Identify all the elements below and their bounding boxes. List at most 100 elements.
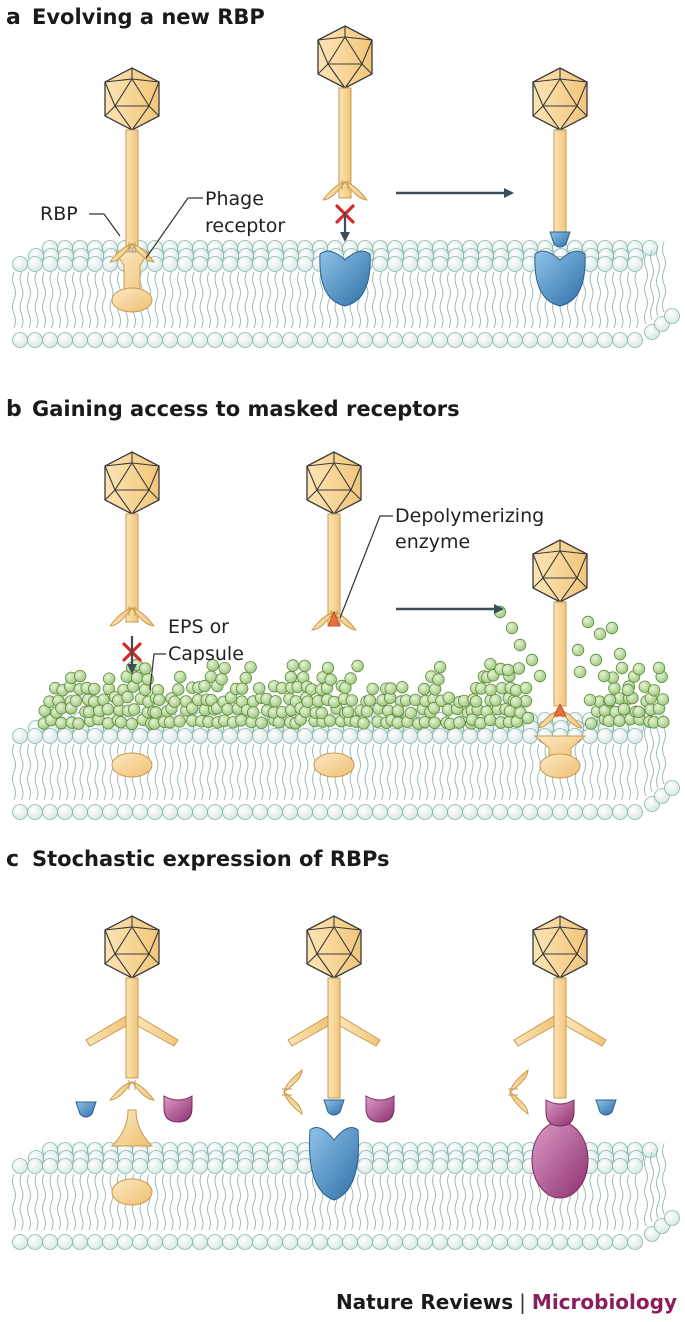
lipid-tail [12, 271, 16, 329]
lipid-head [27, 728, 43, 744]
eps-bead [72, 717, 85, 730]
lipid-head [192, 728, 208, 744]
phage-c2 [287, 915, 381, 1099]
lipid-tail [57, 1173, 61, 1231]
lipid-tail [184, 271, 189, 329]
eps-bead [218, 662, 231, 675]
lipid-head [627, 256, 643, 272]
lipid-head [664, 1210, 680, 1226]
lipid-tail [274, 271, 279, 329]
lipid-head [147, 1158, 163, 1174]
lipid-tail [27, 743, 31, 801]
lipid-head [387, 728, 403, 744]
lipid-head [42, 804, 58, 820]
lipid-head [612, 256, 628, 272]
eps-bead [533, 669, 547, 683]
lipid-tail [27, 271, 31, 329]
lipid-head [252, 256, 268, 272]
lipid-tail [650, 1151, 654, 1223]
lipid-tail [19, 271, 24, 329]
eps-bead [339, 681, 352, 695]
lipid-head [567, 332, 583, 348]
lipid-head [372, 332, 388, 348]
lipid-head [417, 728, 433, 744]
tan-receptor-a1 [111, 251, 153, 313]
lipid-tail [644, 1155, 648, 1227]
lipid-head [237, 256, 253, 272]
eps-bead [432, 673, 445, 686]
lipid-head [342, 1234, 358, 1250]
lipid-head [312, 728, 328, 744]
lipid-tail [499, 743, 504, 801]
lipid-head [297, 1234, 313, 1250]
lipid-head [477, 1234, 493, 1250]
eps-bead [589, 653, 603, 667]
lipid-head [462, 728, 478, 744]
lipid-head [207, 332, 223, 348]
lipid-head [132, 804, 148, 820]
lipid-tail [634, 1173, 639, 1231]
lipid-head [537, 332, 553, 348]
lipid-tail [357, 1173, 361, 1231]
eps-bead [360, 705, 374, 718]
lipid-tail [267, 1173, 271, 1231]
eps-bead [613, 647, 627, 661]
lipid-head [297, 804, 313, 820]
lipid-tail [372, 271, 376, 329]
eps-bead [323, 714, 337, 727]
lipid-tail [177, 1173, 181, 1231]
lipid-tail [432, 743, 436, 801]
phage-c1 [85, 915, 179, 1079]
lipid-tail [432, 271, 436, 329]
lipid-head [627, 728, 643, 744]
lipid-head [297, 728, 313, 744]
lipid-tail [42, 743, 46, 801]
lipid-head [132, 332, 148, 348]
eps-bead [484, 713, 497, 727]
tan-receptor-c1 [110, 1109, 154, 1206]
phage-b1 [104, 451, 160, 623]
lipid-tail [372, 1173, 376, 1231]
lipid-tail [94, 1173, 99, 1231]
eps-bead [603, 693, 617, 707]
lipid-head [327, 728, 343, 744]
lipid-tail [289, 1173, 294, 1231]
lipid-head [72, 256, 88, 272]
lipid-tail [162, 1173, 166, 1231]
eps-bead [613, 714, 626, 727]
lipid-head [162, 728, 178, 744]
phage-a3 [532, 67, 588, 239]
receptor-b3 [533, 735, 587, 779]
lipid-tail [469, 743, 474, 801]
blue-rbp-c2 [323, 1099, 345, 1116]
lipid-tail [492, 743, 496, 801]
eps-bead [101, 703, 115, 716]
lipid-tail [424, 271, 429, 329]
lipid-tail [214, 271, 219, 329]
lipid-head [267, 256, 283, 272]
lipid-head [72, 804, 88, 820]
lipid-tail [72, 743, 76, 801]
lipid-tail [379, 1173, 384, 1231]
lipid-tail [589, 743, 594, 801]
lipid-head [522, 804, 538, 820]
lipid-tail [477, 1173, 481, 1231]
blue-receptor-a3 [534, 250, 586, 307]
blue-rbp-c3 [595, 1099, 617, 1116]
eps-bead [286, 659, 300, 672]
lipid-tail [424, 743, 429, 801]
lipid-head [417, 804, 433, 820]
lipid-tail [409, 743, 414, 801]
eps-bead [581, 615, 595, 629]
lipid-head [162, 332, 178, 348]
lipid-head [462, 804, 478, 820]
eps-bead [82, 705, 96, 719]
lipid-head [447, 804, 463, 820]
lipid-head [27, 1158, 43, 1174]
eps-bead [301, 695, 314, 708]
lipid-head [552, 332, 568, 348]
eps-bead [384, 682, 397, 695]
lipid-head [42, 1158, 58, 1174]
eps-bead [525, 653, 539, 667]
